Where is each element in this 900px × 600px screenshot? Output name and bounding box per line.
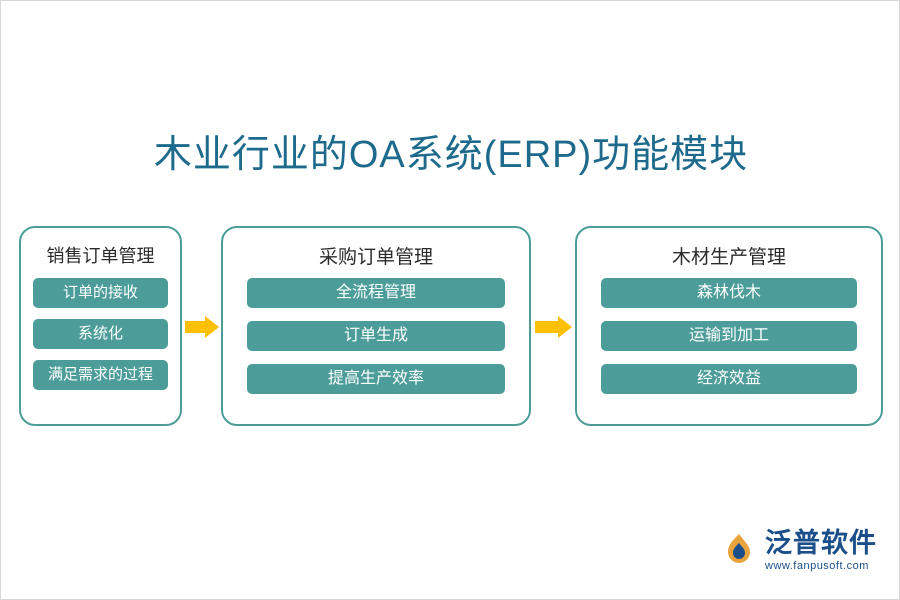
logo-url: www.fanpusoft.com [765,560,869,572]
arrow-head [558,316,572,338]
flow-diagram: 销售订单管理 订单的接收 系统化 满足需求的过程 采购订单管理 全流程管理 订单… [19,226,883,426]
flow-card-production: 木材生产管理 森林伐木 运输到加工 经济效益 [575,226,883,426]
logo-name: 泛普软件 [765,528,877,558]
arrow-shaft [535,321,559,333]
chip-item: 全流程管理 [247,278,505,308]
chip-item: 运输到加工 [601,321,857,351]
chip-item: 经济效益 [601,364,857,394]
card-title: 采购订单管理 [318,247,433,268]
arrow-head [205,316,219,338]
chip-item: 订单的接收 [33,278,168,308]
chip-item: 提高生产效率 [247,364,505,394]
card-title: 木材生产管理 [671,247,786,268]
card-title: 销售订单管理 [46,246,155,266]
chip-item: 订单生成 [247,321,505,351]
card-items: 全流程管理 订单生成 提高生产效率 [223,278,529,407]
fanpu-flame-icon [719,531,759,571]
arrow-shaft [185,321,206,333]
chip-item: 森林伐木 [601,278,857,308]
flow-card-purchase: 采购订单管理 全流程管理 订单生成 提高生产效率 [221,226,531,426]
card-items: 森林伐木 运输到加工 经济效益 [577,278,881,407]
flow-card-sales: 销售订单管理 订单的接收 系统化 满足需求的过程 [19,226,182,426]
chip-item: 满足需求的过程 [33,360,168,390]
card-items: 订单的接收 系统化 满足需求的过程 [21,278,180,401]
arrow-right-icon [185,316,219,338]
page-title: 木业行业的OA系统(ERP)功能模块 [153,134,749,176]
brand-logo: 泛普软件 www.fanpusoft.com [719,527,877,575]
arrow-right-icon [535,316,573,338]
chip-item: 系统化 [33,319,168,349]
